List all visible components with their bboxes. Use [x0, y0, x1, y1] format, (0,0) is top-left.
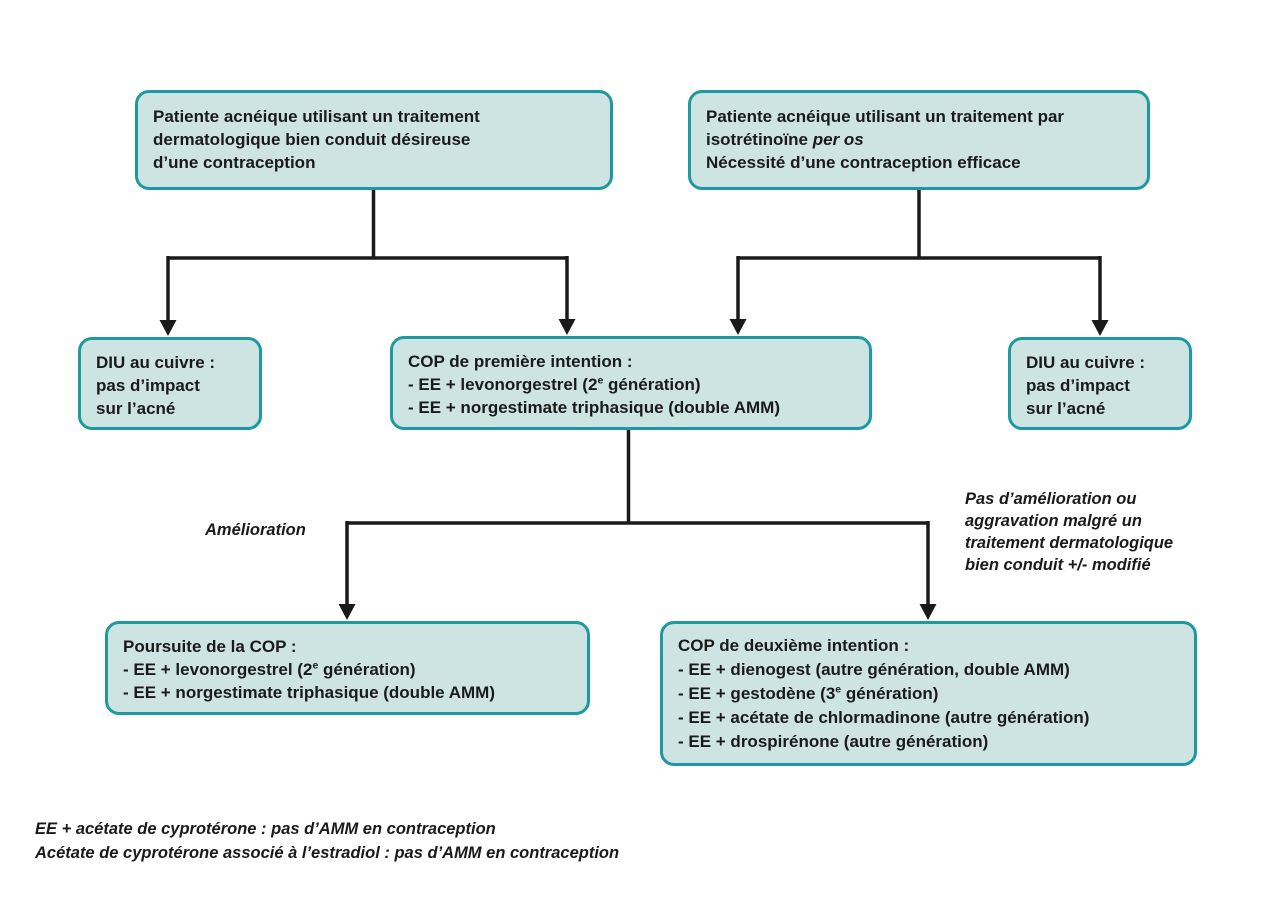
connector-left-tree: [159, 190, 576, 336]
label-text-line: aggravation malgré un: [965, 512, 1142, 530]
connector-center-tree: [338, 430, 937, 620]
arrow-down-icon: [338, 604, 356, 620]
arrow-down-icon: [1091, 320, 1109, 336]
arrow-down-icon: [558, 319, 576, 335]
node-text-line: dermatologique bien conduit désireuse: [153, 130, 471, 149]
node-text-line: pas d’impact: [1026, 376, 1130, 395]
connector-line: [345, 430, 930, 605]
arrow-down-icon: [159, 320, 177, 336]
node-text-line: - EE + acétate de chlormadinone (autre g…: [678, 708, 1090, 727]
node-text-line: - EE + norgestimate triphasique (double …: [408, 398, 780, 417]
arrow-down-icon: [729, 319, 747, 335]
footnote-line: EE + acétate de cyprotérone : pas d’AMM …: [35, 820, 496, 838]
node-text-line: - EE + norgestimate triphasique (double …: [123, 683, 495, 702]
node-text-line: COP de première intention :: [408, 352, 633, 371]
node-text-line: Poursuite de la COP :: [123, 637, 297, 656]
connector-line: [166, 190, 569, 321]
node-diu-cuivre-left: DIU au cuivre : pas d’impact sur l’acné: [78, 337, 262, 430]
node-text-line: - EE + levonorgestrel (2e génération): [123, 659, 416, 679]
node-text-line: - EE + drospirénone (autre génération): [678, 732, 989, 751]
node-text-line: pas d’impact: [96, 376, 200, 395]
node-text-line: Patiente acnéique utilisant un traitemen…: [153, 107, 480, 126]
node-poursuite-cop: Poursuite de la COP : - EE + levonorgest…: [105, 621, 590, 715]
node-text-line: DIU au cuivre :: [96, 353, 216, 372]
label-text-line: Pas d’amélioration ou: [965, 490, 1137, 508]
node-cop-premiere-intention: COP de première intention : - EE + levon…: [390, 336, 872, 430]
node-text-line: - EE + gestodène (3e génération): [678, 683, 939, 703]
footnote-line: Acétate de cyprotérone associé à l’estra…: [35, 844, 620, 862]
node-diu-cuivre-right: DIU au cuivre : pas d’impact sur l’acné: [1008, 337, 1192, 430]
node-text-line: - EE + levonorgestrel (2e génération): [408, 374, 701, 394]
node-text-line: Patiente acnéique utilisant un traitemen…: [706, 107, 1065, 126]
connector-line: [736, 190, 1102, 321]
node-text-line: - EE + dienogest (autre génération, doub…: [678, 660, 1070, 679]
node-text-line: Nécessité d’une contraception efficace: [706, 153, 1021, 172]
label-text-line: bien conduit +/- modifié: [965, 556, 1151, 574]
arrow-down-icon: [919, 604, 937, 620]
label-pas-amelioration: Pas d’amélioration ou aggravation malgré…: [965, 488, 1200, 576]
footnotes: EE + acétate de cyprotérone : pas d’AMM …: [35, 817, 675, 865]
connector-right-tree: [729, 190, 1109, 336]
node-text-line: d’une contraception: [153, 153, 316, 172]
node-text-line: sur l’acné: [96, 399, 176, 418]
node-patiente-dermatologique: Patiente acnéique utilisant un traitemen…: [135, 90, 613, 190]
node-text-line: sur l’acné: [1026, 399, 1106, 418]
label-text-line: traitement dermatologique: [965, 534, 1174, 552]
node-cop-deuxieme-intention: COP de deuxième intention : - EE + dieno…: [660, 621, 1197, 766]
label-amelioration: Amélioration: [205, 521, 306, 539]
node-text-line: DIU au cuivre :: [1026, 353, 1146, 372]
node-patiente-isotretinoine: Patiente acnéique utilisant un traitemen…: [688, 90, 1150, 190]
node-text-line: isotrétinoïne per os: [706, 130, 864, 149]
node-text-line: COP de deuxième intention :: [678, 636, 910, 655]
